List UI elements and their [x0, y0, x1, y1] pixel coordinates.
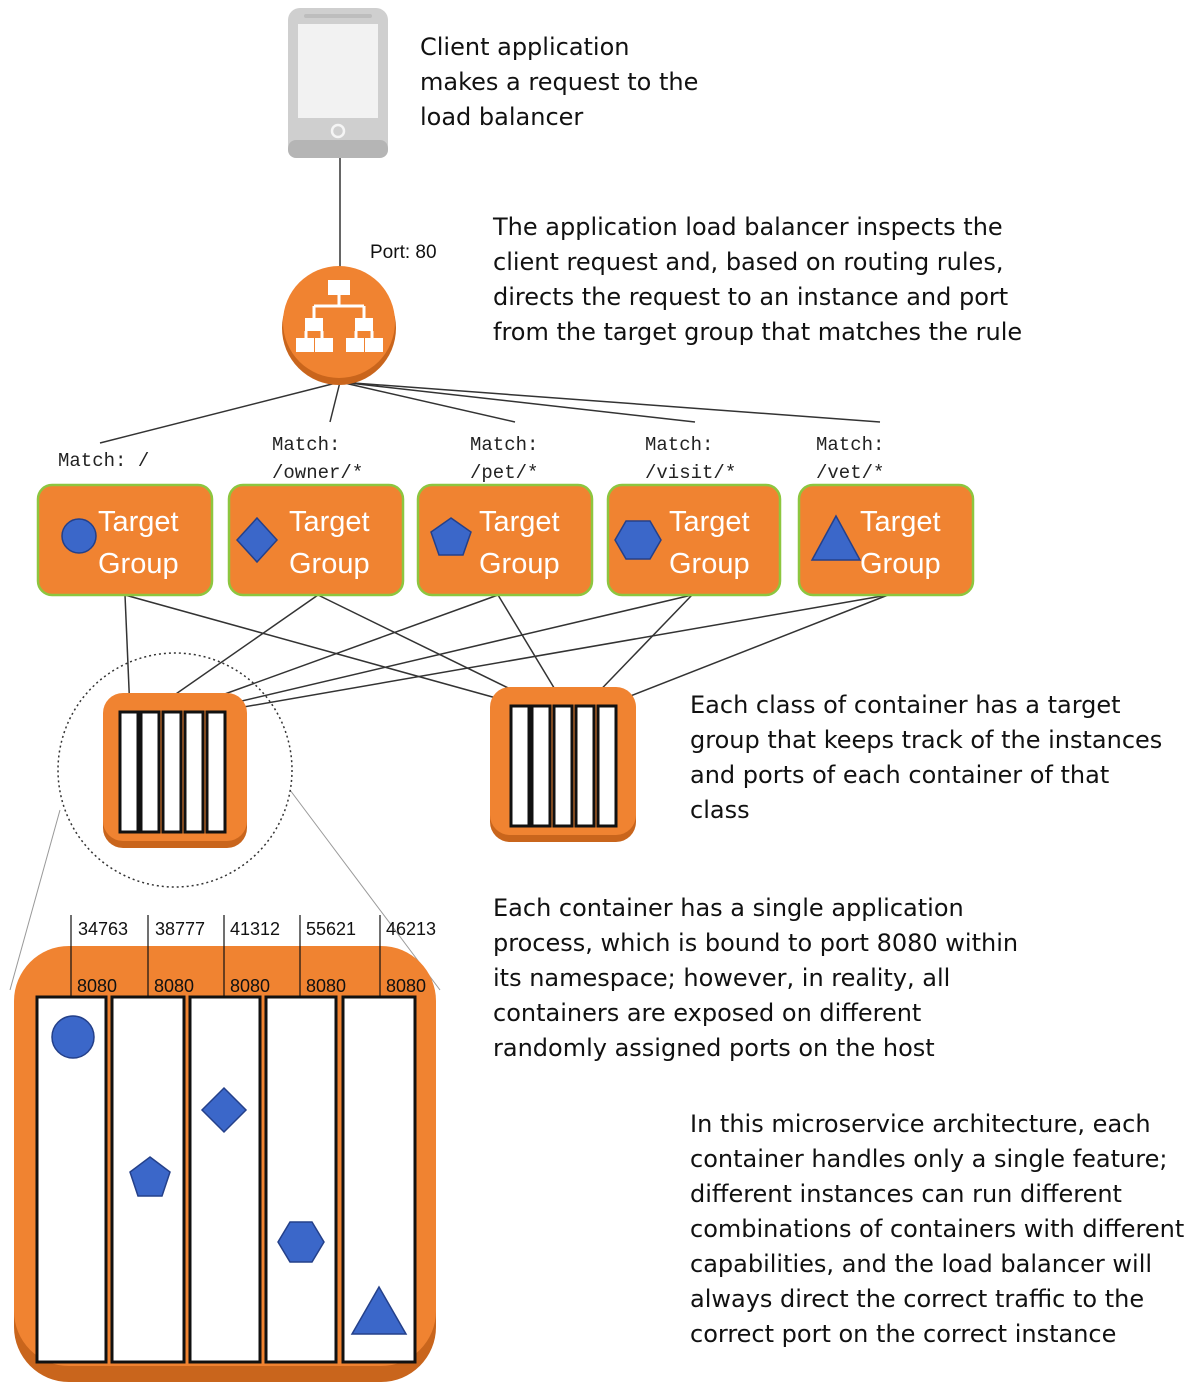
- triangle-icon: [810, 514, 862, 561]
- container-description: Each container has a single application …: [493, 891, 1018, 1066]
- container-description-line: randomly assigned ports on the host: [493, 1034, 935, 1062]
- target-group-pet: Target Group: [416, 483, 594, 597]
- container-description-line: its namespace; however, in reality, all: [493, 964, 951, 992]
- container-4: [264, 995, 338, 1364]
- match-label-root: Match: /: [58, 450, 149, 472]
- host-port-5: 46213: [386, 919, 436, 939]
- pentagon-icon: [430, 517, 472, 556]
- container-description-line: Each container has a single application: [493, 894, 964, 922]
- alb-description-line: client request and, based on routing rul…: [493, 248, 1004, 276]
- class-description: Each class of container has a target gro…: [690, 688, 1162, 828]
- hexagon-icon: [277, 1221, 325, 1263]
- target-group-label-1: Target: [98, 506, 179, 538]
- diamond-icon: [200, 1086, 248, 1134]
- container-description-line: process, which is bound to port 8080 wit…: [493, 929, 1019, 957]
- alb-description: The application load balancer inspects t…: [493, 210, 1022, 350]
- alb-routing-lines: [99, 381, 881, 444]
- alb-description-line: The application load balancer inspects t…: [493, 213, 1003, 241]
- container-3: [188, 995, 262, 1364]
- instance-2-icon: [490, 687, 636, 842]
- microservice-description-line: capabilities, and the load balancer will: [690, 1250, 1153, 1278]
- container-port-1: 8080: [77, 976, 117, 996]
- match-label-vet-2: /vet/*: [816, 462, 884, 484]
- container-description-line: containers are exposed on different: [493, 999, 922, 1027]
- match-label-owner-2: /owner/*: [272, 462, 363, 484]
- pentagon-icon: [129, 1156, 171, 1197]
- host-port-2: 38777: [155, 919, 205, 939]
- client-description-line: Client application: [420, 33, 630, 61]
- microservice-description-line: combinations of containers with differen…: [690, 1215, 1185, 1243]
- match-labels: Match: / Match: /owner/* Match: /pet/* M…: [58, 434, 884, 484]
- container-port-4: 8080: [306, 976, 346, 996]
- match-label-owner-1: Match:: [272, 434, 340, 456]
- port-tick-lines: [70, 915, 381, 997]
- target-group-root: Target Group: [36, 483, 214, 597]
- circle-icon: [61, 518, 97, 554]
- microservice-description-line: In this microservice architecture, each: [690, 1110, 1151, 1138]
- zoom-circle: [57, 652, 293, 888]
- microservice-description-line: different instances can run different: [690, 1180, 1122, 1208]
- instance-detail: [14, 946, 436, 1382]
- target-group-label-2: Group: [289, 548, 370, 580]
- triangle-icon: [350, 1285, 408, 1335]
- alb-port-label: Port: 80: [370, 242, 437, 263]
- host-port-4: 55621: [306, 919, 356, 939]
- load-balancer-icon: [282, 266, 396, 385]
- target-group-label-2: Group: [860, 548, 941, 580]
- target-group-to-instance-lines: [124, 594, 889, 713]
- alb-description-line: from the target group that matches the r…: [493, 318, 1023, 346]
- client-description: Client application makes a request to th…: [420, 30, 698, 135]
- target-group-label-1: Target: [479, 506, 560, 538]
- match-label-pet-1: Match:: [470, 434, 538, 456]
- target-group-vet: Target Group: [797, 483, 975, 597]
- container-port-3: 8080: [230, 976, 270, 996]
- class-description-line: class: [690, 796, 750, 824]
- class-description-line: and ports of each container of that: [690, 761, 1110, 789]
- microservice-description-line: container handles only a single feature;: [690, 1145, 1168, 1173]
- container-port-5: 8080: [386, 976, 426, 996]
- target-group-owner: Target Group: [227, 483, 405, 597]
- microservice-description-line: correct port on the correct instance: [690, 1320, 1117, 1348]
- host-port-1: 34763: [78, 919, 128, 939]
- phone-icon: [288, 8, 388, 158]
- hexagon-icon: [614, 520, 662, 560]
- container-port-2: 8080: [154, 976, 194, 996]
- target-group-label-1: Target: [289, 506, 370, 538]
- circle-icon: [51, 1015, 95, 1059]
- target-group-label-2: Group: [98, 548, 179, 580]
- instance-1-icon: [103, 693, 247, 848]
- zoom-lines: [9, 789, 441, 991]
- class-description-line: group that keeps track of the instances: [690, 726, 1163, 754]
- microservice-description: In this microservice architecture, each …: [690, 1107, 1184, 1352]
- target-group-label-1: Target: [860, 506, 941, 538]
- match-label-pet-2: /pet/*: [470, 462, 538, 484]
- target-group-label-1: Target: [669, 506, 750, 538]
- alb-description-line: directs the request to an instance and p…: [493, 283, 1009, 311]
- match-label-vet-1: Match:: [816, 434, 884, 456]
- client-description-line: makes a request to the: [420, 68, 699, 96]
- target-group-label-2: Group: [479, 548, 560, 580]
- host-port-3: 41312: [230, 919, 280, 939]
- class-description-line: Each class of container has a target: [690, 691, 1121, 719]
- microservice-description-line: always direct the correct traffic to the: [690, 1285, 1145, 1313]
- target-group-visit: Target Group: [606, 483, 782, 597]
- target-group-label-2: Group: [669, 548, 750, 580]
- match-label-visit-2: /visit/*: [645, 462, 736, 484]
- client-description-line: load balancer: [420, 103, 584, 131]
- match-label-visit-1: Match:: [645, 434, 713, 456]
- diamond-icon: [235, 516, 279, 564]
